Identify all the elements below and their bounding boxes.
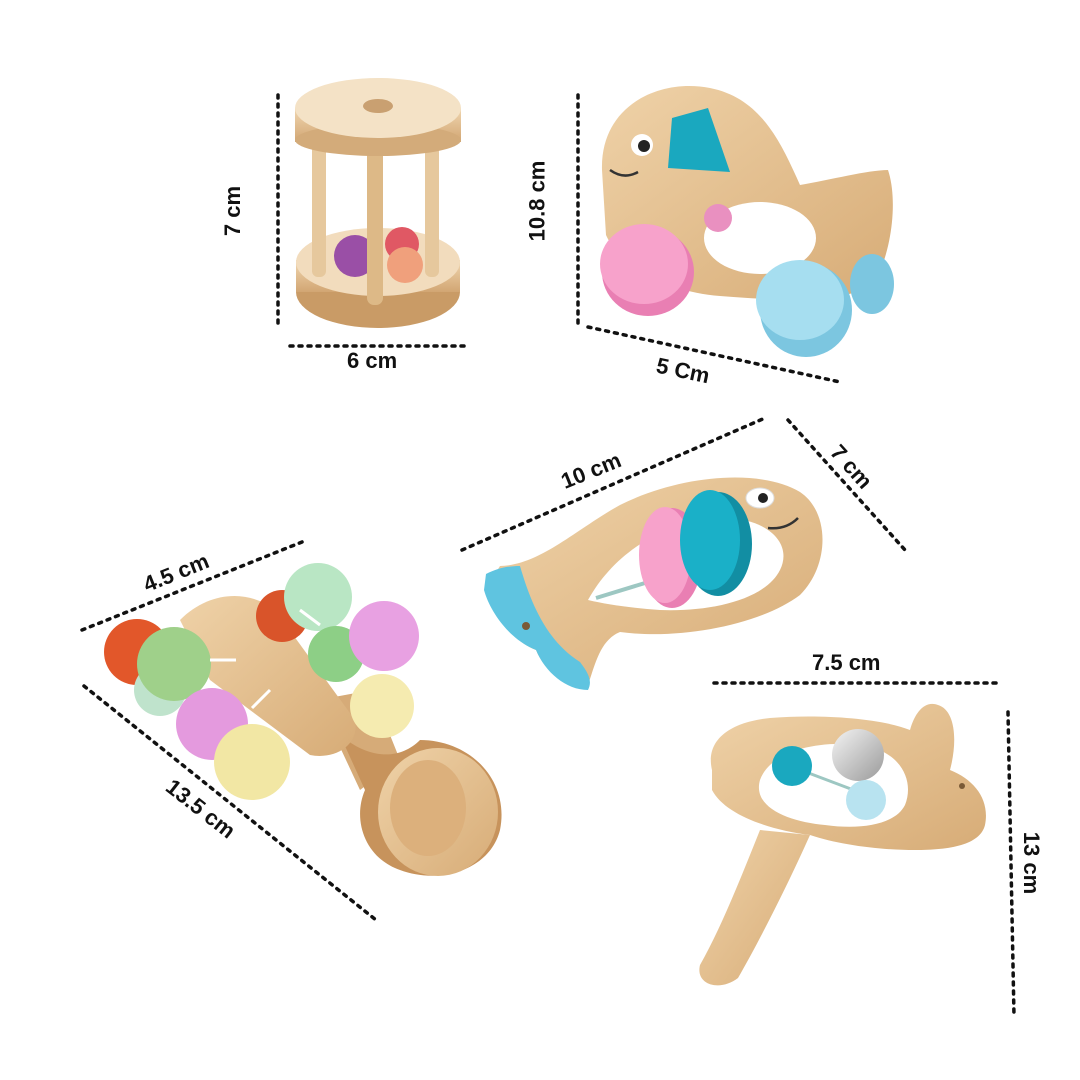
bunny-height-line	[1006, 710, 1016, 1018]
silver-bell	[832, 729, 884, 781]
bead-length-line	[82, 684, 378, 922]
bunny-height-label: 13 cm	[1019, 831, 1045, 895]
lilac-bead	[349, 601, 419, 671]
rattle-handle	[180, 596, 356, 756]
teal-bead	[772, 746, 812, 786]
car-height-label: 10.8 cm	[524, 160, 550, 242]
light-blue-bead	[846, 780, 886, 820]
fish-width-line	[786, 418, 907, 552]
dimension-lines	[80, 93, 1016, 1018]
cage-height-label: 7 cm	[220, 185, 246, 237]
blue-tail	[484, 566, 590, 690]
teal-fin	[668, 108, 730, 172]
cage-width-label: 6 cm	[347, 348, 398, 373]
bunny-width-label: 7.5 cm	[812, 650, 881, 675]
fish-length-line	[460, 416, 767, 552]
bead-width-line	[80, 538, 309, 632]
bunny-rattle	[699, 703, 986, 986]
roller-cage-rattle	[295, 78, 461, 328]
mint-bead	[284, 563, 352, 631]
peach-ball	[387, 247, 423, 283]
whale-push-car	[600, 85, 894, 357]
bead-rattle	[104, 563, 502, 876]
green-bead	[137, 627, 211, 701]
cream-bead-right	[350, 674, 414, 738]
purple-ball	[334, 235, 376, 277]
fish-rattle	[484, 477, 823, 690]
car-width-line	[586, 325, 842, 384]
bunny-handle	[699, 830, 810, 986]
cream-bead-front	[214, 724, 290, 800]
